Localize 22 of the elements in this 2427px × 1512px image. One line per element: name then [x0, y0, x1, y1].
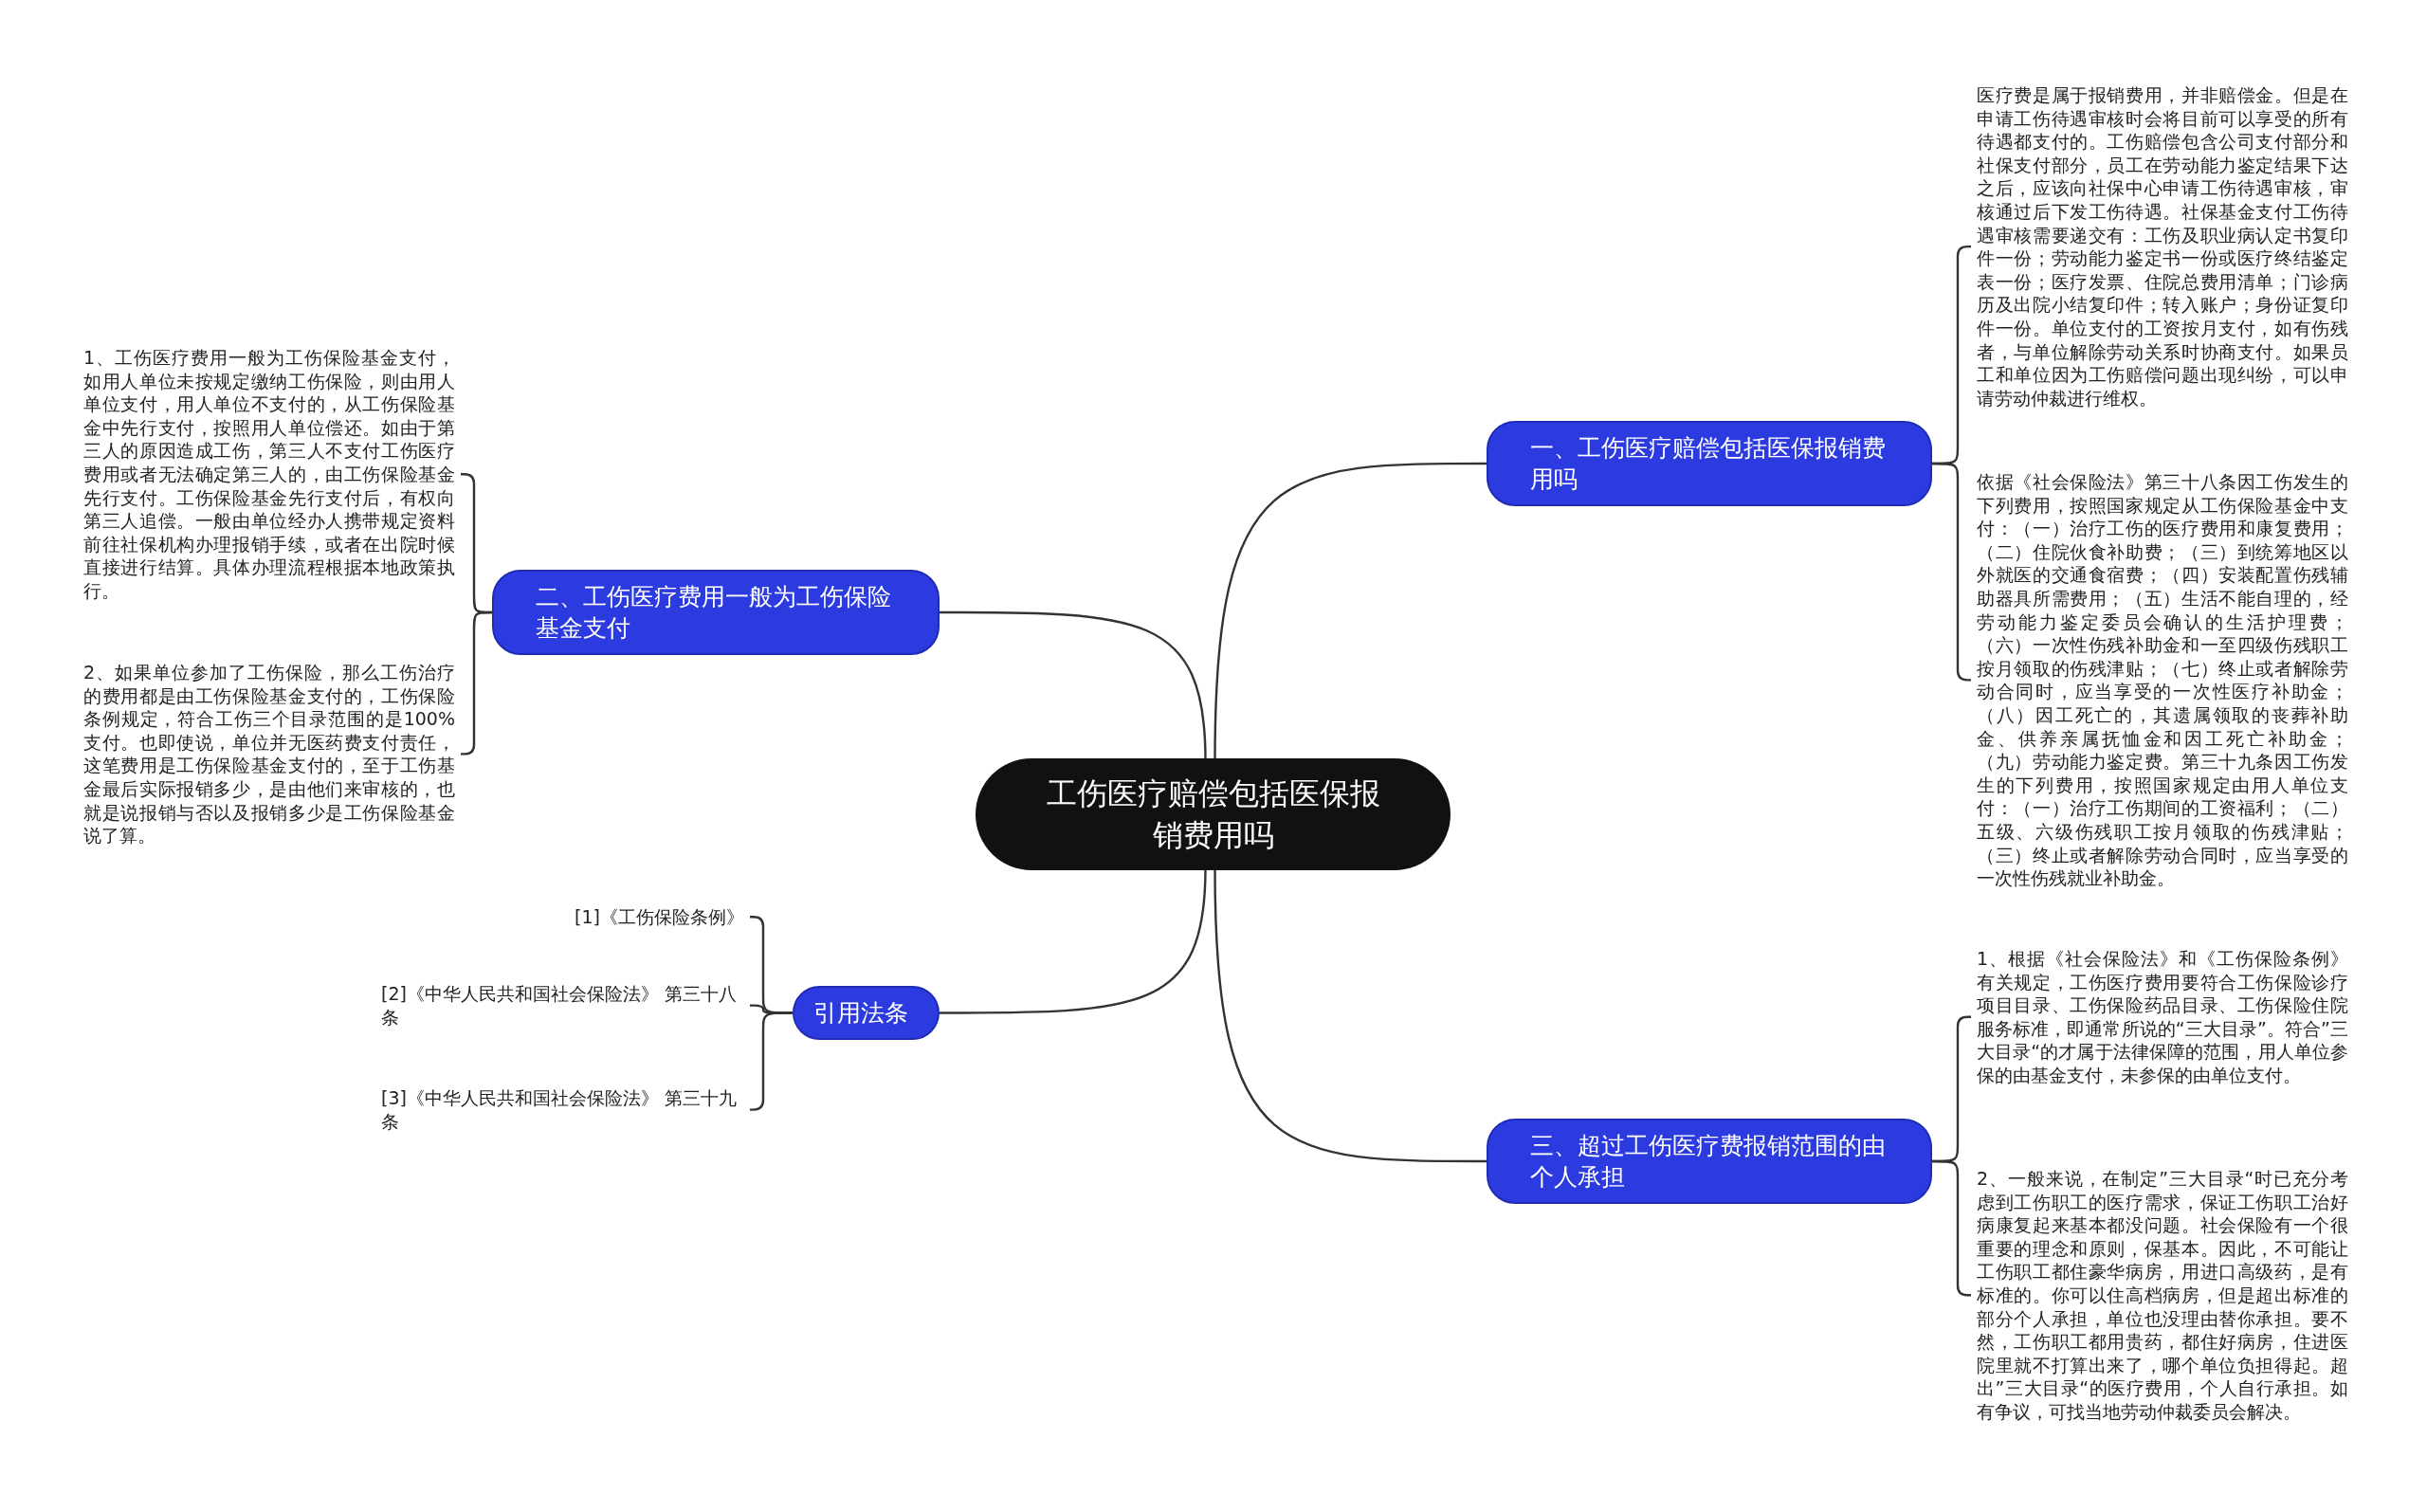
note-text: 2、一般来说，在制定”三大目录“时已充分考虑到工伤职工的医疗需求，保证工伤职工治好病康复起来基本都没问题。社会保险有一个很重要的理念和原则，保基本。因此，不可能让工伤职工都住豪华病房，用进口高级药，是有标准的。你可以住高档病房，但是超出标准的部分个人承担，单位也没理由替你承担。要不然，工伤职工都用贵药，都住好病房，住进医院里就不打算出来了，哪个单位负担得起。超出”三大目录“的医疗费用，个人自行承担。如有争议，可找当地劳动仲裁委员会解决。	[1977, 1167, 2348, 1424]
connector-line	[1214, 462, 1487, 761]
connector-line	[750, 1011, 793, 1111]
reference-text: [3]《中华人民共和国社会保险法》 第三十九条	[381, 1086, 744, 1134]
reference-text: [2]《中华人民共和国社会保险法》 第三十八条	[381, 982, 744, 1029]
topic-node: 三、超过工伤医疗费报销范围的由个人承担	[1487, 1119, 1932, 1204]
note-text: 1、根据《社会保险法》和《工伤保险条例》有关规定，工伤医疗费用要符合工伤保险诊疗项目目录、工伤保险药品目录、工伤保险住院服务标准，即通常所说的“三大目录”。符合”三大目录“的才属于法律保障的范围，用人单位参保的由基金支付，未参保的由单位支付。	[1977, 947, 2348, 1087]
note-text: 2、如果单位参加了工伤保险，那么工伤治疗的费用都是由工伤保险基金支付的，工伤保险条例规定，符合工伤三个目录范围的是100%支付。也即使说，单位并无医药费支付责任，这笔费用是工伤保险基金支付的，至于工伤基金最后实际报销多少，是由他们来审核的，也就是说报销与否以及报销多少是工伤保险基金说了算。	[83, 661, 455, 847]
connector-line	[940, 867, 1207, 1014]
note-text: 1、工伤医疗费用一般为工伤保险基金支付，如用人单位未按规定缴纳工伤保险，则由用人单位支付，用人单位不支付的，从工伤保险基金中先行支付，按照用人单位偿还。如由于第三人的原因造成工伤，第三人不支付工伤医疗费用或者无法确定第三人的，由工伤保险基金先行支付。工伤保险基金先行支付后，有权向第三人追偿。一般由单位经办人携带规定资料前往社保机构办理报销手续，或者在出院时候直接进行结算。具体办理流程根据本地政策执行。	[83, 346, 455, 603]
connector-line	[1932, 1159, 1971, 1297]
connector-line	[1214, 867, 1487, 1163]
connector-line	[1932, 462, 1971, 682]
note-text: 依据《社会保险法》第三十八条因工伤发生的下列费用，按照国家规定从工伤保险基金中支付：（一）治疗工伤的医疗费用和康复费用；（二）住院伙食补助费；（三）到统筹地区以外就医的交通食宿费；（四）安装配置伤残辅助器具所需费用；（五）生活不能自理的，经劳动能力鉴定委员会确认的生活护理费；（六）一次性伤残补助金和一至四级伤残职工按月领取的伤残津贴；（七）终止或者解除劳动合同时，应当享受的一次性医疗补助金；（八）因工死亡的，其遗属领取的丧葬补助金、供养亲属抚恤金和因工死亡补助金；（九）劳动能力鉴定费。第三十九条因工伤发生的下列费用，按照国家规定由用人单位支付：（一）治疗工伤期间的工资福利；（二）五级、六级伤残职工按月领取的伤残津贴；（三）终止或者解除劳动合同时，应当享受的一次性伤残就业补助金。	[1977, 470, 2348, 890]
reference-text: [1]《工伤保险条例》	[517, 905, 744, 929]
connector-line	[940, 610, 1207, 761]
connector-line	[461, 610, 492, 756]
topic-node: 一、工伤医疗赔偿包括医保报销费用吗	[1487, 421, 1932, 506]
note-text: 医疗费是属于报销费用，并非赔偿金。但是在申请工伤待遇审核时会将目前可以享受的所有待遇都支付的。工伤赔偿包含公司支付部分和社保支付部分，员工在劳动能力鉴定结果下达之后，应该向社保中心申请工伤待遇审核，审核通过后下发工伤待遇。社保基金支付工伤待遇审核需要递交有：工伤及职业病认定书复印件一份；劳动能力鉴定书一份或医疗终结鉴定表一份；医疗发票、住院总费用清单；门诊病历及出院小结复印件；转入账户；身份证复印件一份。单位支付的工资按月支付，如有伤残者，与单位解除劳动关系时协商支付。如果员工和单位因为工伤赔偿问题出现纠纷，可以申请劳动仲裁进行维权。	[1977, 83, 2348, 410]
topic-node: 二、工伤医疗费用一般为工伤保险基金支付	[492, 570, 940, 655]
topic-node: 引用法条	[793, 986, 940, 1040]
central-topic: 工伤医疗赔偿包括医保报销费用吗	[976, 758, 1451, 870]
